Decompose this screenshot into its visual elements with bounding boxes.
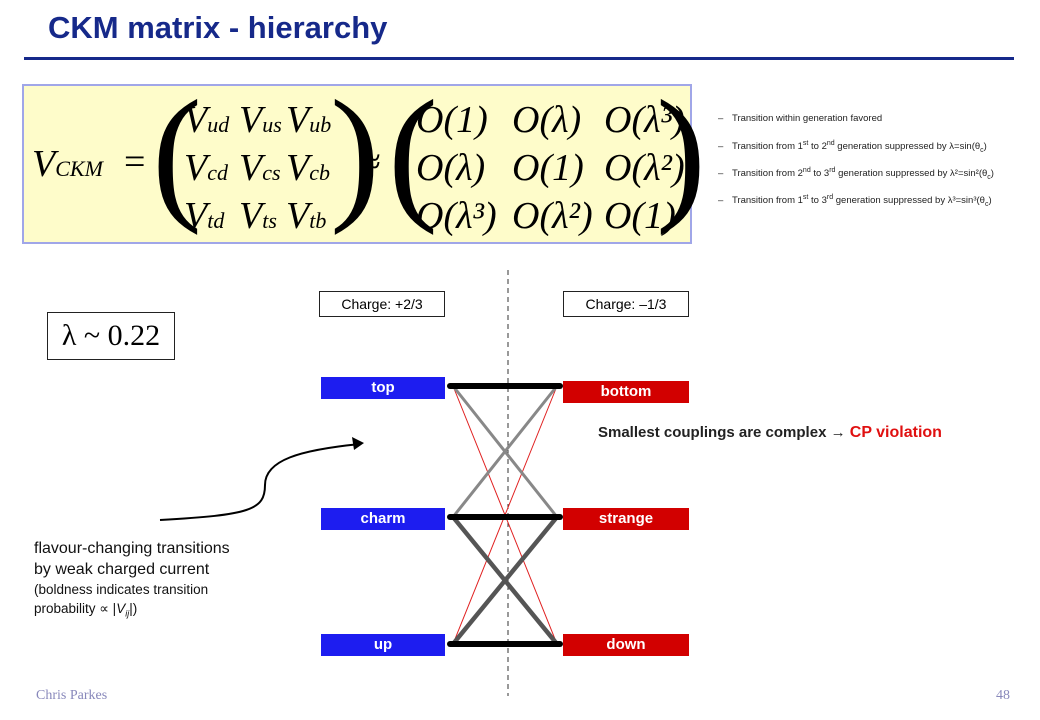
- v-cell-cd: Vcd: [184, 147, 228, 189]
- coupling-top-strange: [451, 384, 559, 519]
- quark-strange: strange: [563, 508, 689, 530]
- transition-description: flavour-changing transitions by weak cha…: [34, 538, 314, 624]
- v-cell-tb: Vtb: [286, 195, 327, 237]
- desc-line: flavour-changing transitions: [34, 540, 230, 557]
- o-cell-r2c2: O(1): [604, 195, 676, 237]
- equals-sign: =: [124, 141, 146, 183]
- slide-title: CKM matrix - hierarchy: [48, 10, 388, 45]
- o-cell-r0c2: O(λ³): [604, 99, 685, 141]
- desc-line: probability ∝ |Vij|): [34, 601, 138, 619]
- quark-up: up: [321, 634, 445, 656]
- cp-violation-note: Smallest couplings are complex → CP viol…: [598, 424, 942, 441]
- footer-author: Chris Parkes: [36, 688, 108, 703]
- v-cell-ub: Vub: [286, 99, 332, 141]
- quark-bottom: bottom: [563, 381, 689, 403]
- v-cell-ud: Vud: [184, 99, 230, 141]
- vckm-symbol: VCKM: [32, 143, 103, 185]
- right-paren-1: ): [330, 70, 380, 236]
- charge-up-type-label: Charge: +2/3: [319, 291, 445, 317]
- v-cell-ts: Vts: [239, 195, 277, 237]
- note-item: –Transition within generation favored: [718, 113, 883, 124]
- coupling-charm-down: [450, 514, 560, 647]
- desc-line: by weak charged current: [34, 561, 210, 578]
- right-paren-2: ): [656, 70, 706, 236]
- arrow-head-icon: [352, 437, 364, 450]
- charge-down-type-label: Charge: –1/3: [563, 291, 689, 317]
- quark-down: down: [563, 634, 689, 656]
- o-cell-r1c0: O(λ): [416, 147, 486, 189]
- left-paren-2: (: [388, 70, 438, 236]
- note-item: –Transition from 1st to 2nd generation s…: [718, 140, 987, 155]
- o-cell-r0c1: O(λ): [512, 99, 582, 141]
- o-cell-r2c1: O(λ²): [512, 195, 593, 237]
- pointer-arrow: [159, 443, 361, 521]
- v-cell-cb: Vcb: [286, 147, 330, 189]
- desc-line: (boldness indicates transition: [34, 582, 209, 597]
- v-cell-cs: Vcs: [239, 147, 281, 189]
- title-underline: [24, 57, 1014, 60]
- left-paren-1: (: [152, 70, 202, 236]
- o-cell-r2c0: O(λ³): [416, 195, 497, 237]
- note-item: –Transition from 2nd to 3rd generation s…: [718, 167, 994, 182]
- lambda-value-box: λ ~ 0.22: [47, 312, 175, 360]
- v-cell-us: Vus: [239, 99, 282, 141]
- coupling-lines: [447, 383, 563, 647]
- quark-charm: charm: [321, 508, 445, 530]
- v-cell-td: Vtd: [184, 195, 225, 237]
- o-cell-r1c1: O(1): [512, 147, 584, 189]
- o-cell-r1c2: O(λ²): [604, 147, 685, 189]
- note-item: –Transition from 1st to 3rd generation s…: [718, 194, 992, 209]
- quark-top: top: [321, 377, 445, 399]
- suppression-notes: –Transition within generation favored –T…: [718, 113, 994, 221]
- o-cell-r0c0: O(1): [416, 99, 488, 141]
- approx-sign: ≈: [360, 141, 381, 183]
- page-number: 48: [996, 688, 1010, 703]
